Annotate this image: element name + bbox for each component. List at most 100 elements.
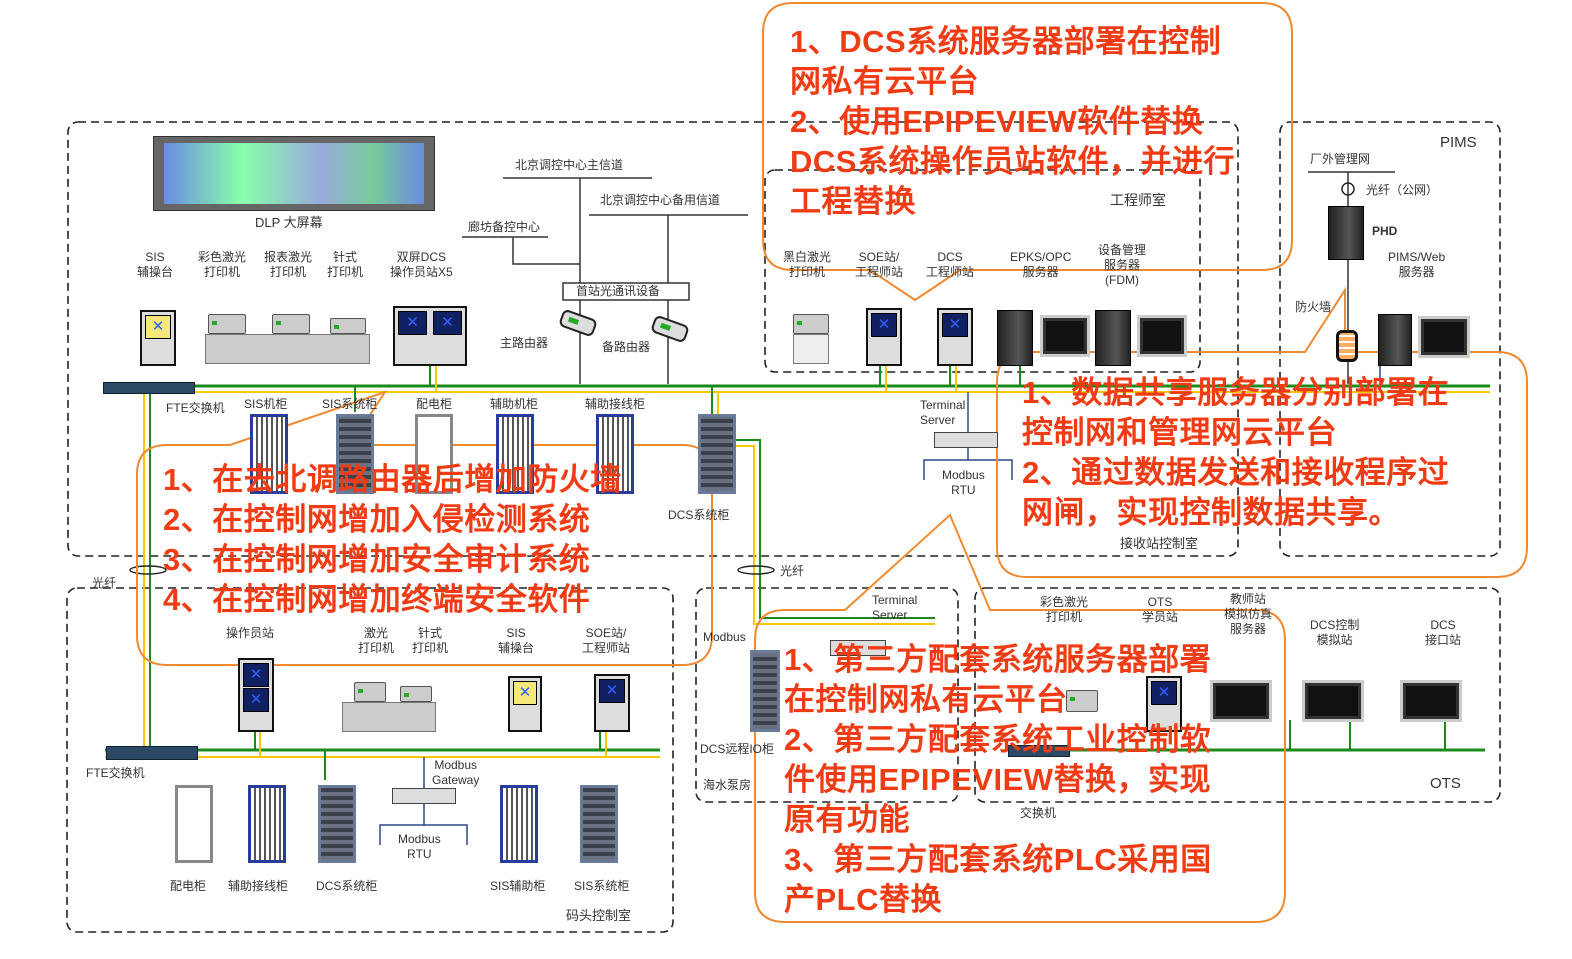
cabinet-power-label: 配电柜 <box>416 397 453 411</box>
wharf-cabinet-sis <box>580 785 618 863</box>
mgmt-net-label: 厂外管理网 <box>1310 152 1371 166</box>
wharf-operator-station <box>238 658 274 732</box>
ots-switch-label: 交换机 <box>1020 806 1057 820</box>
fdm-server-tower <box>1095 310 1131 366</box>
dlp-screen <box>153 136 435 211</box>
wharf-soe-label: SOE站/工程师站 <box>582 626 631 655</box>
ots-teacher-label: 教师站模拟仿真服务器 <box>1224 592 1273 636</box>
cabinet-sis <box>250 414 288 494</box>
firewall-label: 防火墙 <box>1295 300 1332 314</box>
dual-dcs-operator-station <box>393 306 467 366</box>
cabinet-sis-system <box>336 414 374 494</box>
wharf-room-boundary <box>66 587 674 933</box>
wharf-operator-label: 操作员站 <box>226 626 275 640</box>
fte-switch-top-label: FTE交换机 <box>166 401 225 415</box>
dlp-label: DLP 大屏幕 <box>255 215 323 230</box>
fiber-public-label: 光纤（公网） <box>1366 183 1439 197</box>
control-room-label: 接收站控制室 <box>1120 536 1199 551</box>
bw-laser-label: 黑白激光打印机 <box>783 250 832 279</box>
ots-switch <box>1008 745 1070 757</box>
comm-device-label: 首站光通讯设备 <box>576 284 661 298</box>
channel-backup-label: 北京调控中心备用信道 <box>600 193 721 207</box>
pims-web-server <box>1378 314 1412 366</box>
wharf-dot-printer <box>400 686 432 702</box>
pump-modbus-label: Modbus <box>703 630 746 644</box>
callout-3-balloon <box>996 286 1528 578</box>
report-laser-label: 报表激光打印机 <box>264 250 313 279</box>
pims-boundary <box>1279 121 1501 557</box>
wharf-cabinet-aux-wiring <box>248 785 286 863</box>
callout-1-balloon <box>762 2 1293 302</box>
wharf-laser-printer <box>354 682 386 702</box>
phd-server <box>1328 206 1364 260</box>
wharf-room-label: 码头控制室 <box>566 908 632 923</box>
ots-color-laser-label: 彩色激光打印机 <box>1040 595 1089 624</box>
wharf-cabinet-sis-aux-label: SIS辅助柜 <box>490 879 546 893</box>
wharf-sis-console <box>508 676 542 732</box>
cabinet-aux-wiring <box>596 414 634 494</box>
dcs-engineer-station <box>937 308 973 366</box>
color-laser-label: 彩色激光打印机 <box>198 250 247 279</box>
printer-table <box>205 334 370 364</box>
cabinet-sis-label: SIS机柜 <box>244 397 288 411</box>
fiber-label-left: 光纤 <box>92 576 117 590</box>
ots-dcs-sim-pc <box>1302 680 1364 722</box>
channel-main-label: 北京调控中心主信道 <box>515 158 624 172</box>
wharf-cabinet-power-label: 配电柜 <box>170 879 207 893</box>
remote-io-label: DCS远程IO柜 <box>700 742 775 756</box>
ots-dcs-sim-label: DCS控制模拟站 <box>1310 618 1360 647</box>
report-laser-printer <box>272 314 310 334</box>
control-room-boundary <box>67 121 1239 557</box>
fiber-label-right: 光纤 <box>780 564 805 578</box>
backup-router-label: 备路由器 <box>602 340 651 354</box>
cabinet-dcs <box>698 414 736 494</box>
fte-switch-wharf <box>106 746 198 760</box>
pump-room-boundary <box>695 587 959 803</box>
wharf-printer-table <box>342 702 436 732</box>
cabinet-aux-wiring-label: 辅助接线柜 <box>585 397 646 411</box>
wharf-cabinet-sis-label: SIS系统柜 <box>574 879 630 893</box>
cabinet-aux <box>496 414 534 494</box>
wharf-cabinet-aux-wiring-label: 辅助接线柜 <box>228 879 289 893</box>
terminal-server <box>934 432 998 448</box>
dot-matrix-label: 针式打印机 <box>327 250 364 279</box>
fte-switch-top <box>103 382 195 394</box>
pump-terminal-server <box>830 640 886 656</box>
bw-printer-stand <box>793 334 829 364</box>
cabinet-power <box>415 414 453 494</box>
wharf-dot-label: 针式打印机 <box>412 626 449 655</box>
bw-laser-printer <box>793 314 829 334</box>
modbus-gateway <box>392 788 456 804</box>
soe-label: SOE站/工程师站 <box>855 250 904 279</box>
fdm-monitor <box>1137 315 1187 357</box>
pims-web-monitor <box>1418 316 1470 358</box>
soe-engineer-station <box>866 308 902 366</box>
remote-io-cabinet <box>750 650 780 732</box>
langfang-label: 廊坊备控中心 <box>468 220 541 234</box>
sis-console <box>140 310 176 366</box>
epks-monitor <box>1040 315 1090 357</box>
wharf-cabinet-dcs-label: DCS系统柜 <box>316 879 378 893</box>
ots-dcs-iface-pc <box>1400 680 1462 722</box>
engineer-room-title: 工程师室 <box>1110 192 1166 208</box>
ots-color-printer <box>1066 690 1098 712</box>
pims-title: PIMS <box>1440 134 1477 151</box>
ots-title: OTS <box>1430 775 1461 792</box>
dot-matrix-printer <box>330 318 366 334</box>
wharf-laser-label: 激光打印机 <box>358 626 395 655</box>
cabinet-sis-system-label: SIS系统柜 <box>322 397 378 411</box>
